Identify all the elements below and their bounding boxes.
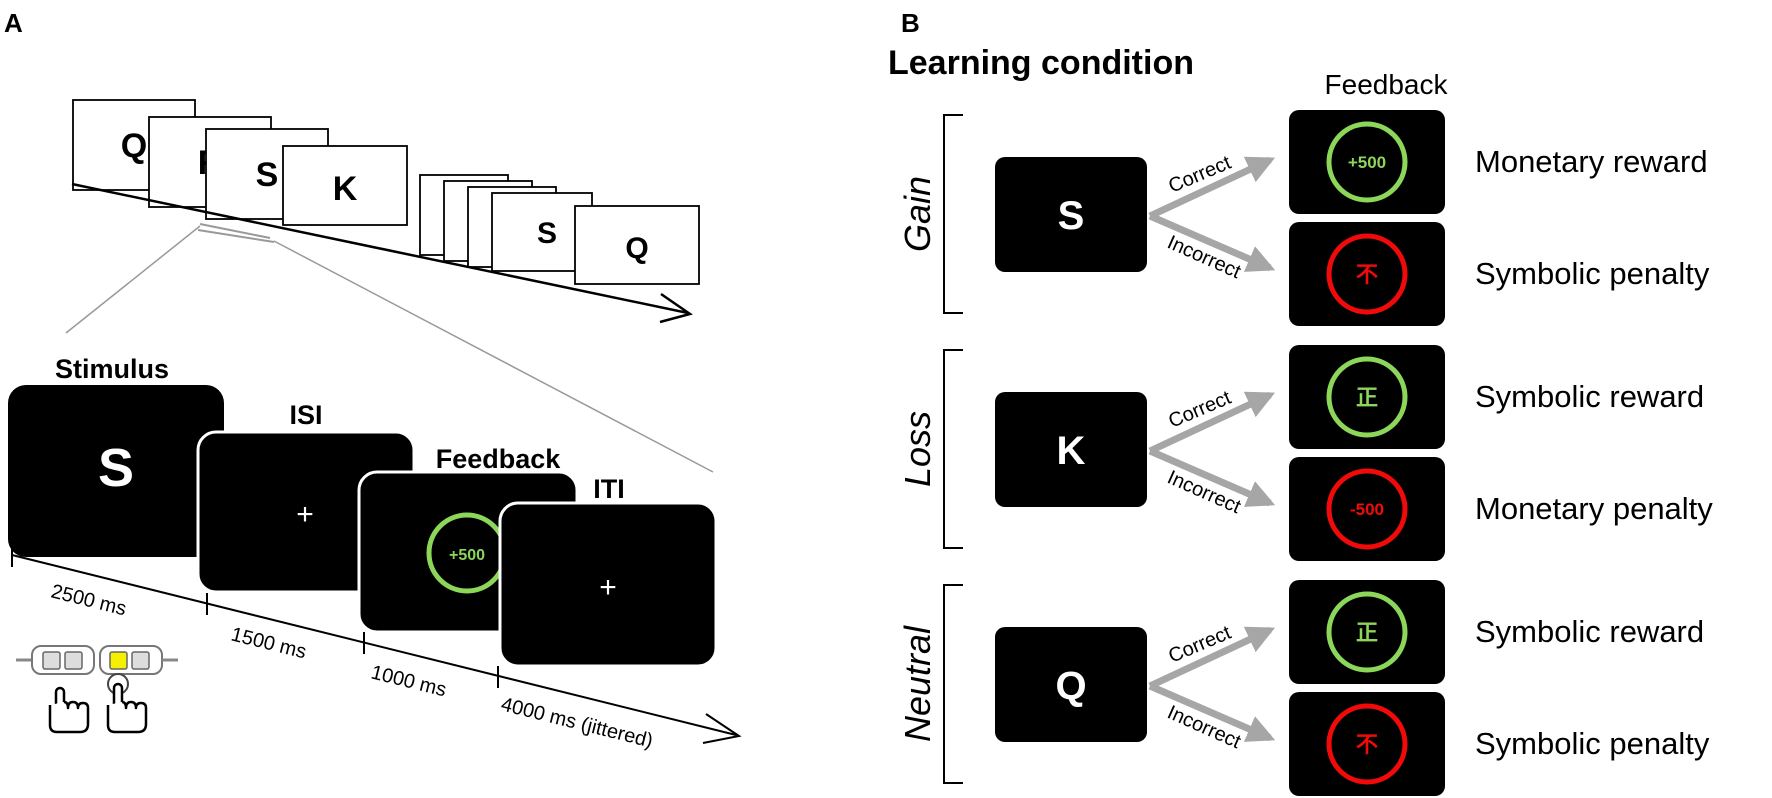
sequence-timeline bbox=[71, 182, 689, 315]
incorrect-arrow bbox=[1148, 682, 1276, 742]
condition-name: Gain bbox=[897, 176, 938, 252]
correct-feedback-screen bbox=[1289, 110, 1445, 214]
correct-feedback-ring bbox=[1326, 356, 1408, 438]
trial-timeline bbox=[11, 554, 737, 736]
feedback-column-header: Feedback bbox=[1325, 69, 1449, 100]
sequence-letter: S bbox=[537, 217, 557, 250]
incorrect-feedback-description: Symbolic penalty bbox=[1475, 256, 1710, 291]
incorrect-arrow bbox=[1148, 447, 1276, 507]
incorrect-feedback-screen bbox=[1289, 457, 1445, 561]
condition-stimulus-screen bbox=[995, 392, 1147, 507]
iti-fixation: + bbox=[599, 571, 617, 604]
trial-stimulus: Stimulus S bbox=[8, 354, 224, 557]
duration-isi: 1500 ms bbox=[229, 624, 309, 664]
isi-fixation: + bbox=[296, 498, 314, 531]
condition-stimulus-screen bbox=[995, 157, 1147, 272]
panel-b-label: B bbox=[901, 8, 920, 38]
sequence-left: Q R S K bbox=[72, 99, 408, 226]
correct-arrow bbox=[1148, 391, 1276, 455]
zoom-line-left bbox=[65, 225, 201, 334]
response-button bbox=[131, 651, 150, 670]
sequence-letter: K bbox=[333, 170, 358, 208]
duration-stimulus: 2500 ms bbox=[49, 581, 129, 621]
sequence-card bbox=[574, 205, 700, 285]
response-button bbox=[42, 651, 61, 670]
condition-bracket bbox=[943, 349, 963, 549]
feedback-value: +500 bbox=[449, 547, 485, 564]
correct-arrow bbox=[1148, 156, 1276, 220]
duration-iti: 4000 ms (jittered) bbox=[499, 694, 655, 753]
trial-iti: ITI + bbox=[498, 474, 718, 668]
response-button-pressed bbox=[109, 651, 128, 670]
condition-stimulus-letter: K bbox=[1057, 429, 1086, 473]
iti-title: ITI bbox=[593, 474, 625, 504]
correct-feedback-symbol: 正 bbox=[1356, 385, 1378, 410]
condition-bracket bbox=[943, 114, 963, 314]
zoom-mark bbox=[197, 229, 275, 243]
isi-title: ISI bbox=[289, 400, 322, 430]
stimulus-title: Stimulus bbox=[55, 354, 169, 384]
correct-arrow bbox=[1148, 626, 1276, 690]
incorrect-feedback-ring bbox=[1326, 703, 1408, 785]
sequence-letter: S bbox=[256, 156, 279, 194]
pointing-hand-right-icon bbox=[106, 673, 148, 734]
incorrect-feedback-screen bbox=[1289, 692, 1445, 796]
correct-feedback-symbol: 正 bbox=[1356, 620, 1378, 645]
panel-b-title: Learning condition bbox=[888, 44, 1194, 82]
sequence-right: S Q bbox=[419, 174, 700, 285]
sequence-letter: Q bbox=[625, 232, 648, 265]
sequence-timeline-arrowhead bbox=[659, 292, 693, 324]
correct-feedback-symbol: +500 bbox=[1348, 153, 1386, 172]
incorrect-feedback-description: Monetary penalty bbox=[1475, 491, 1713, 526]
zoom-line-right bbox=[273, 240, 714, 473]
stimulus-letter: S bbox=[98, 438, 134, 498]
incorrect-arrow bbox=[1148, 212, 1276, 272]
correct-feedback-description: Monetary reward bbox=[1475, 144, 1708, 179]
incorrect-feedback-ring bbox=[1326, 233, 1408, 315]
pointing-hand-left-icon bbox=[48, 686, 90, 734]
iti-screen bbox=[498, 501, 718, 668]
response-pad-right bbox=[99, 645, 178, 675]
trial-timeline-arrowhead bbox=[702, 713, 742, 744]
condition-name: Loss bbox=[897, 411, 938, 487]
incorrect-feedback-symbol: -500 bbox=[1350, 500, 1384, 519]
correct-feedback-ring bbox=[1326, 591, 1408, 673]
condition-bracket bbox=[943, 584, 963, 784]
condition-name: Neutral bbox=[897, 625, 938, 742]
stimulus-screen bbox=[8, 385, 224, 557]
incorrect-feedback-screen bbox=[1289, 222, 1445, 326]
condition-stimulus-letter: Q bbox=[1055, 664, 1086, 708]
duration-feedback: 1000 ms bbox=[369, 662, 449, 702]
incorrect-feedback-description: Symbolic penalty bbox=[1475, 726, 1710, 761]
response-pad-left bbox=[16, 645, 95, 675]
correct-feedback-ring bbox=[1326, 121, 1408, 203]
response-button bbox=[64, 651, 83, 670]
zoom-mark bbox=[199, 223, 271, 239]
sequence-card bbox=[282, 145, 408, 226]
correct-feedback-screen bbox=[1289, 580, 1445, 684]
response-pad bbox=[31, 645, 95, 675]
correct-feedback-description: Symbolic reward bbox=[1475, 379, 1704, 414]
correct-feedback-description: Symbolic reward bbox=[1475, 614, 1704, 649]
condition-stimulus-screen bbox=[995, 627, 1147, 742]
incorrect-feedback-symbol: 不 bbox=[1356, 732, 1378, 757]
feedback-title: Feedback bbox=[436, 444, 562, 474]
incorrect-feedback-ring bbox=[1326, 468, 1408, 550]
condition-stimulus-letter: S bbox=[1058, 194, 1085, 238]
sequence-letter: Q bbox=[121, 127, 147, 165]
correct-feedback-screen bbox=[1289, 345, 1445, 449]
panel-a-label: A bbox=[4, 8, 23, 38]
incorrect-feedback-symbol: 不 bbox=[1356, 262, 1378, 287]
